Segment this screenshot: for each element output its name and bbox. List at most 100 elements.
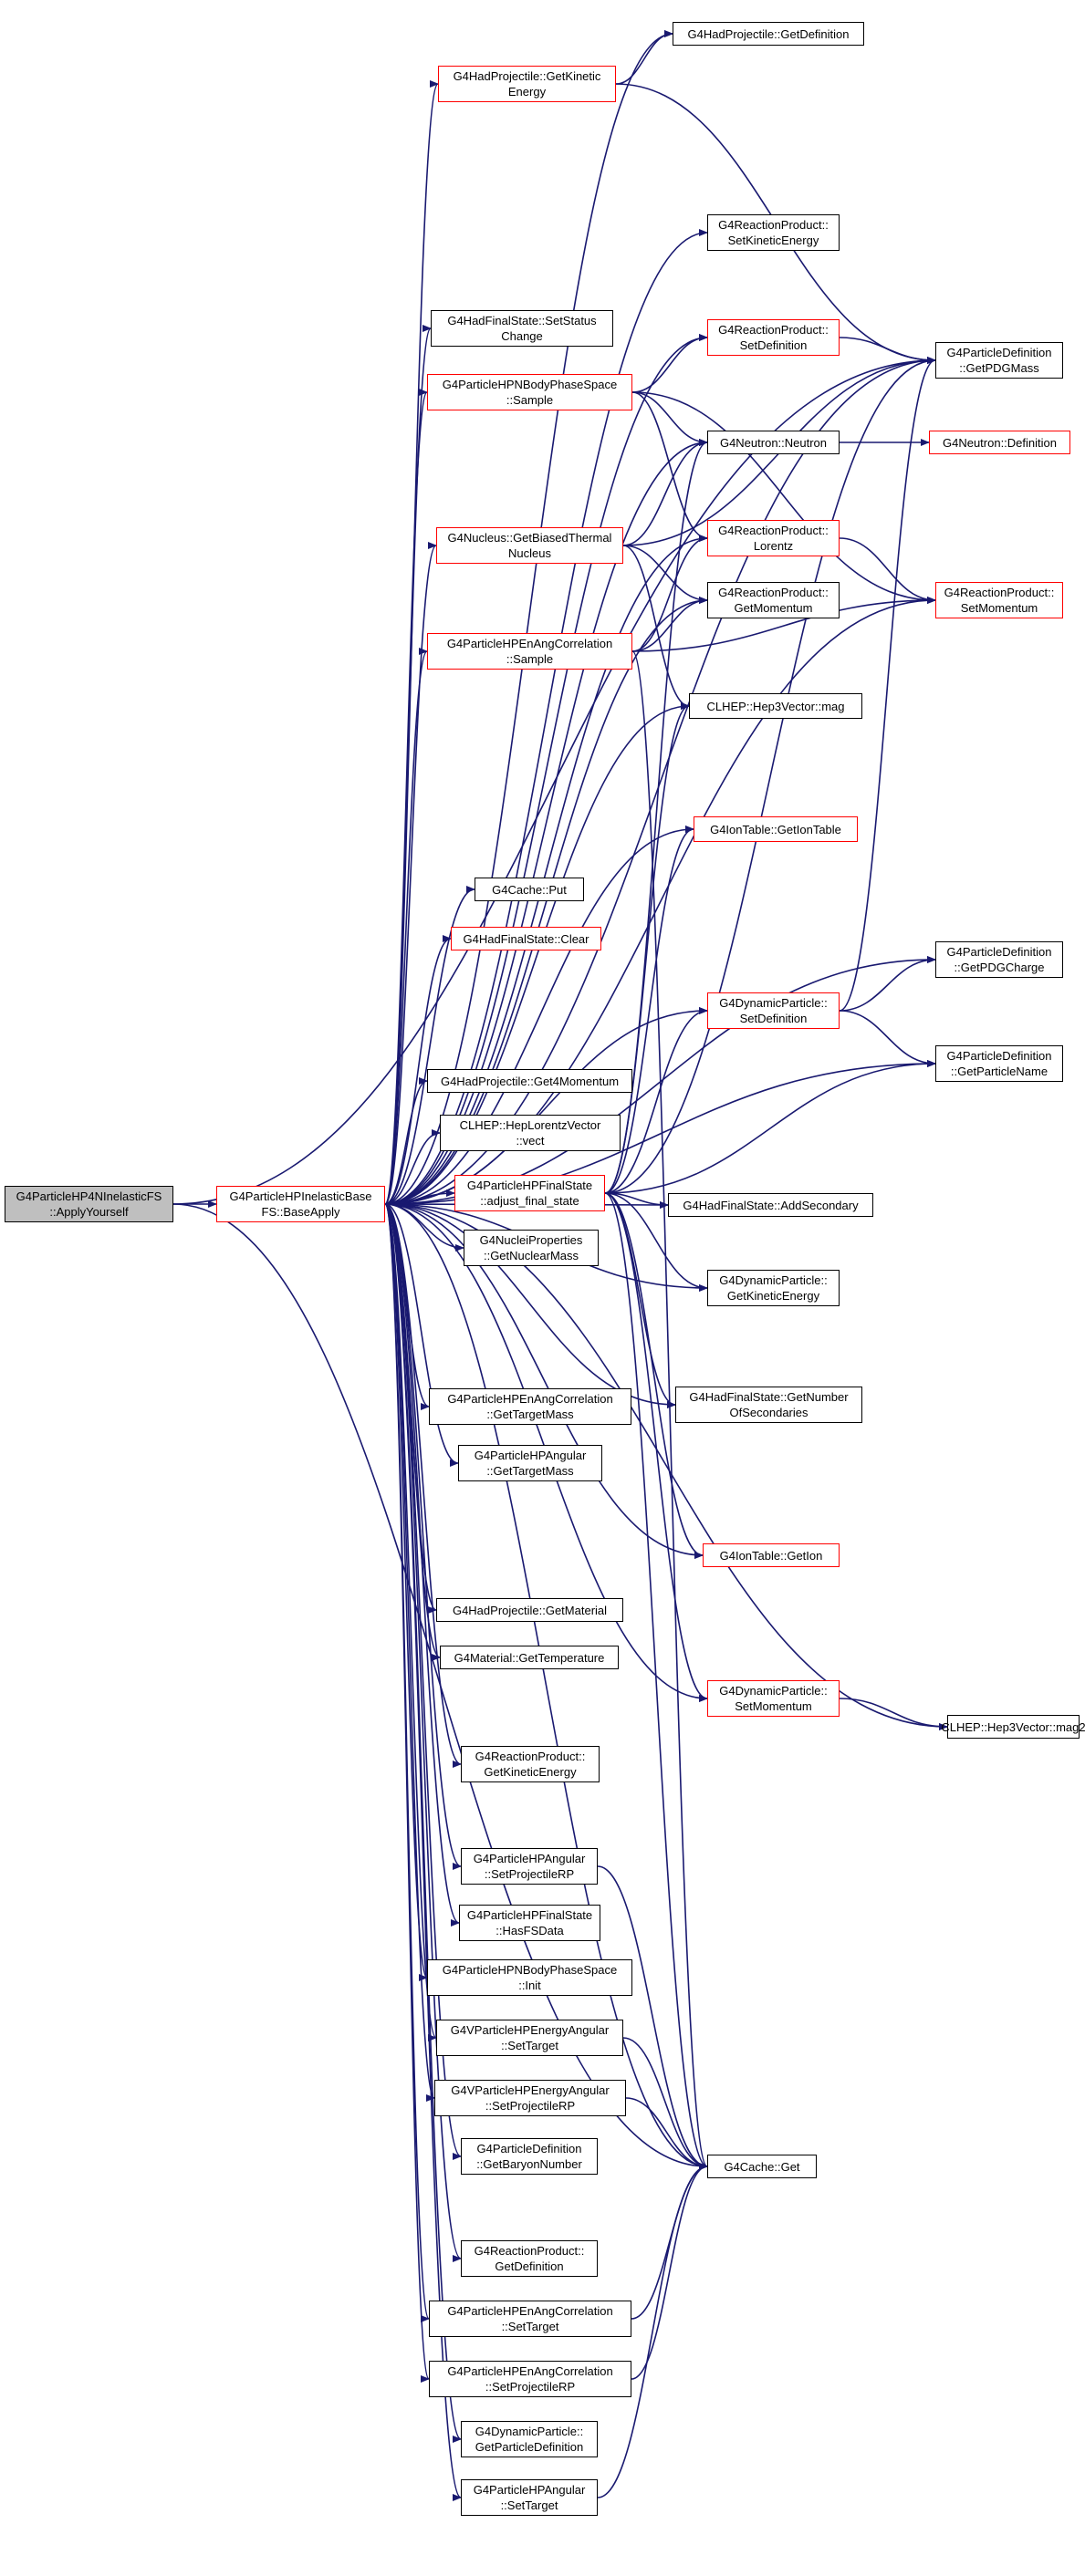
edge-baseapply-to-nucleus-gbtn: [384, 542, 437, 1205]
node-label-line: ::Sample: [506, 652, 554, 666]
node-h3v-mag[interactable]: CLHEP::Hep3Vector::mag: [689, 693, 862, 719]
node-pd-getbaryon[interactable]: G4ParticleDefinition::GetBaryonNumber: [461, 2138, 598, 2175]
node-neutron[interactable]: G4Neutron::Neutron: [707, 431, 840, 454]
node-label-line: G4ParticleDefinition: [946, 945, 1052, 959]
edge-fs-adjust-to-it-getion: [604, 1192, 704, 1559]
node-dp-setdef[interactable]: G4DynamicParticle::SetDefinition: [707, 992, 840, 1029]
node-rp-lorentz[interactable]: G4ReactionProduct::Lorentz: [707, 520, 840, 556]
node-label-line: G4ReactionProduct::: [944, 586, 1055, 599]
node-eac-setprp[interactable]: G4ParticleHPEnAngCorrelation::SetProject…: [429, 2361, 631, 2397]
node-pd-getpdgcharge[interactable]: G4ParticleDefinition::GetPDGCharge: [935, 941, 1063, 978]
node-hlv-vect[interactable]: CLHEP::HepLorentzVector::vect: [440, 1115, 621, 1151]
edge-vea-setprp-to-cache-get: [625, 2097, 708, 2170]
node-vea-settarget[interactable]: G4VParticleHPEnergyAngular::SetTarget: [436, 2020, 623, 2056]
node-label-line: Lorentz: [753, 539, 794, 553]
edge-baseapply-to-hp-getdef: [384, 30, 673, 1205]
node-root[interactable]: G4ParticleHP4NInelasticFS::ApplyYourself: [5, 1186, 173, 1222]
node-label-line: ::GetPDGMass: [959, 361, 1039, 375]
edge-fs-adjust-to-pd-getname: [604, 1060, 936, 1194]
node-eac-settarget[interactable]: G4ParticleHPEnAngCorrelation::SetTarget: [429, 2301, 631, 2337]
node-label-line: ::Init: [518, 1979, 541, 1992]
edge-nucleus-gbtn-to-rp-getmom: [622, 545, 708, 604]
node-hp-getdef[interactable]: G4HadProjectile::GetDefinition: [673, 22, 864, 46]
edge-baseapply-to-it-getiontable: [384, 826, 694, 1205]
node-label-line: G4DynamicParticle::: [719, 996, 828, 1010]
edge-rp-setdef-to-pd-getpdgmass: [839, 337, 936, 364]
node-pd-getname[interactable]: G4ParticleDefinition::GetParticleName: [935, 1045, 1063, 1082]
node-label-line: ::adjust_final_state: [480, 1194, 579, 1208]
node-rp-setdef[interactable]: G4ReactionProduct::SetDefinition: [707, 319, 840, 356]
node-label-line: G4HadFinalState::AddSecondary: [683, 1198, 859, 1212]
node-label-line: ::GetTargetMass: [486, 1407, 574, 1421]
node-label-line: G4ReactionProduct::: [718, 524, 829, 537]
edge-ang-setprp-to-cache-get: [597, 1865, 708, 2170]
node-label-line: GetDefinition: [495, 2259, 564, 2273]
node-dp-getke[interactable]: G4DynamicParticle::GetKineticEnergy: [707, 1270, 840, 1306]
node-label-line: ::GetNuclearMass: [483, 1249, 579, 1262]
node-label-line: G4HadProjectile::GetDefinition: [687, 26, 850, 41]
node-cache-put[interactable]: G4Cache::Put: [475, 878, 584, 901]
node-hfs-clear[interactable]: G4HadFinalState::Clear: [451, 927, 601, 950]
edge-baseapply-to-hfs-setstatus: [384, 325, 432, 1205]
node-mat-gettemp[interactable]: G4Material::GetTemperature: [440, 1646, 619, 1669]
node-ang-settarget[interactable]: G4ParticleHPAngular::SetTarget: [461, 2479, 598, 2516]
node-hp-get4mom[interactable]: G4HadProjectile::Get4Momentum: [427, 1069, 632, 1093]
node-fs-hasfsdata[interactable]: G4ParticleHPFinalState::HasFSData: [459, 1905, 600, 1941]
node-label-line: G4ParticleHPNBodyPhaseSpace: [442, 1963, 618, 1977]
node-rp-setke[interactable]: G4ReactionProduct::SetKineticEnergy: [707, 214, 840, 251]
node-fs-adjust[interactable]: G4ParticleHPFinalState::adjust_final_sta…: [454, 1175, 605, 1211]
edge-baseapply-to-fs-hasfsdata: [384, 1203, 460, 1927]
node-rp-getdef[interactable]: G4ReactionProduct::GetDefinition: [461, 2240, 598, 2277]
node-ang-gettm[interactable]: G4ParticleHPAngular::GetTargetMass: [458, 1445, 602, 1481]
node-label-line: CLHEP::Hep3Vector::mag: [706, 699, 845, 713]
edge-baseapply-to-hlv-vect: [384, 1129, 441, 1205]
edge-baseapply-to-neutron: [384, 439, 708, 1205]
node-np-getnucmass[interactable]: G4NucleiProperties::GetNuclearMass: [464, 1230, 599, 1266]
node-dp-setmom[interactable]: G4DynamicParticle::SetMomentum: [707, 1680, 840, 1717]
node-rp-setmom[interactable]: G4ReactionProduct::SetMomentum: [935, 582, 1063, 618]
node-hfs-addsec[interactable]: G4HadFinalState::AddSecondary: [668, 1193, 873, 1217]
edge-baseapply-to-h3v-mag: [384, 702, 690, 1205]
edge-fs-adjust-to-dp-setdef: [604, 1007, 708, 1194]
node-ang-setprp[interactable]: G4ParticleHPAngular::SetProjectileRP: [461, 1848, 598, 1885]
node-label-line: ::Sample: [506, 393, 554, 407]
node-label-line: G4ParticleDefinition: [946, 346, 1052, 359]
node-it-getiontable[interactable]: G4IonTable::GetIonTable: [694, 816, 858, 842]
node-hp-getmat[interactable]: G4HadProjectile::GetMaterial: [436, 1598, 623, 1622]
node-label-line: Energy: [507, 85, 547, 99]
edge-eac-sample-to-rp-lorentz: [631, 535, 708, 652]
node-label-line: ::SetTarget: [501, 2320, 559, 2333]
node-nbps-sample[interactable]: G4ParticleHPNBodyPhaseSpace::Sample: [427, 374, 632, 410]
node-it-getion[interactable]: G4IonTable::GetIon: [703, 1543, 840, 1567]
node-rp-getke[interactable]: G4ReactionProduct::GetKineticEnergy: [461, 1746, 600, 1782]
node-label-line: GetKineticEnergy: [484, 1765, 577, 1779]
node-h3v-mag2[interactable]: CLHEP::Hep3Vector::mag2: [941, 1715, 1085, 1739]
node-pd-getpdgmass[interactable]: G4ParticleDefinition::GetPDGMass: [935, 342, 1063, 379]
node-label-line: G4HadProjectile::GetMaterial: [452, 1603, 608, 1617]
node-cache-get[interactable]: G4Cache::Get: [707, 2155, 817, 2178]
node-label-line: ::ApplyYourself: [49, 1205, 129, 1219]
node-label-line: G4HadFinalState::Clear: [463, 931, 589, 946]
node-dp-getpdef[interactable]: G4DynamicParticle::GetParticleDefinition: [461, 2421, 598, 2457]
node-label-line: G4ParticleHP4NInelasticFS: [16, 1189, 162, 1203]
edge-baseapply-to-rp-getke: [384, 1203, 462, 1768]
node-label-line: G4Neutron::Definition: [942, 435, 1057, 450]
node-rp-getmom[interactable]: G4ReactionProduct::GetMomentum: [707, 582, 840, 618]
node-label-line: G4Cache::Get: [724, 2159, 800, 2174]
edge-dp-setdef-to-pd-getname: [839, 1010, 936, 1067]
node-nbps-init[interactable]: G4ParticleHPNBodyPhaseSpace::Init: [427, 1959, 632, 1996]
node-vea-setprp[interactable]: G4VParticleHPEnergyAngular::SetProjectil…: [434, 2080, 626, 2116]
node-eac-sample[interactable]: G4ParticleHPEnAngCorrelation::Sample: [427, 633, 632, 670]
node-label-line: FS::BaseApply: [261, 1205, 340, 1219]
node-label-line: G4ParticleDefinition: [946, 1049, 1052, 1063]
edge-dp-setmom-to-h3v-mag2: [839, 1698, 948, 1730]
edge-baseapply-to-cache-put: [384, 886, 475, 1205]
node-eac-gettm[interactable]: G4ParticleHPEnAngCorrelation::GetTargetM…: [429, 1388, 631, 1425]
node-neutron-def[interactable]: G4Neutron::Definition: [929, 431, 1070, 454]
